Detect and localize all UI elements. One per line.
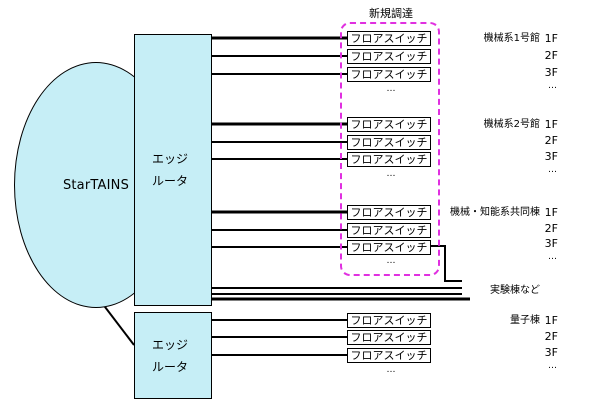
floor-switch-b1-f3: フロアスイッチ bbox=[347, 67, 431, 82]
floor-label-b3-f1: 1F bbox=[544, 206, 558, 219]
floor-label-b1-f2: 2F bbox=[544, 49, 558, 62]
floor-switch-b2-f2: フロアスイッチ bbox=[347, 135, 431, 150]
floor-label-b2-f3: 3F bbox=[544, 150, 558, 163]
switch-ellipsis-b2: … bbox=[386, 169, 396, 179]
edge-router-sub: エッジ ルータ bbox=[134, 312, 212, 399]
building-name-b4: 量子棟 bbox=[510, 315, 540, 326]
new-procurement-label: 新規調達 bbox=[369, 7, 413, 20]
floor-label-b4-f2: 2F bbox=[544, 330, 558, 343]
building-name-b1: 機械系1号館 bbox=[483, 33, 540, 44]
floor-switch-b2-f1: フロアスイッチ bbox=[347, 117, 431, 132]
switch-ellipsis-b4: … bbox=[386, 365, 396, 375]
floor-label-b2-f1: 1F bbox=[544, 118, 558, 131]
startains-label: StarTAINS bbox=[62, 177, 130, 193]
edge-router-sub-label: エッジ ルータ bbox=[152, 337, 189, 374]
building-name-b3: 機械・知能系共同棟 bbox=[450, 207, 540, 218]
floor-ellipsis-b1: … bbox=[548, 81, 557, 91]
floor-switch-b2-f3: フロアスイッチ bbox=[347, 152, 431, 167]
floor-label-b4-f3: 3F bbox=[544, 346, 558, 359]
other-buildings-label: 実験棟など bbox=[490, 285, 540, 296]
floor-label-b1-f3: 3F bbox=[544, 66, 558, 79]
edge-router-main-label: エッジ ルータ bbox=[152, 152, 189, 188]
floor-switch-b1-f1: フロアスイッチ bbox=[347, 31, 431, 46]
switch-ellipsis-b3: … bbox=[386, 256, 396, 266]
new-procurement-frame bbox=[340, 22, 440, 276]
edge-router-main: エッジ ルータ bbox=[134, 34, 212, 306]
floor-label-b3-f2: 2F bbox=[544, 222, 558, 235]
floor-switch-b4-f1: フロアスイッチ bbox=[347, 313, 431, 328]
floor-ellipsis-b3: … bbox=[548, 252, 557, 262]
floor-switch-b3-f1: フロアスイッチ bbox=[347, 205, 431, 220]
building-name-b2: 機械系2号館 bbox=[483, 119, 540, 130]
floor-label-b1-f1: 1F bbox=[544, 32, 558, 45]
floor-ellipsis-b2: … bbox=[548, 165, 557, 175]
floor-switch-b3-f2: フロアスイッチ bbox=[347, 223, 431, 238]
floor-label-b2-f2: 2F bbox=[544, 134, 558, 147]
floor-switch-b1-f2: フロアスイッチ bbox=[347, 49, 431, 64]
switch-ellipsis-b1: … bbox=[386, 84, 396, 94]
floor-switch-b4-f3: フロアスイッチ bbox=[347, 348, 431, 363]
floor-label-b3-f3: 3F bbox=[544, 237, 558, 250]
floor-ellipsis-b4: … bbox=[548, 361, 557, 371]
floor-label-b4-f1: 1F bbox=[544, 314, 558, 327]
floor-switch-b3-f3: フロアスイッチ bbox=[347, 240, 431, 255]
floor-switch-b4-f2: フロアスイッチ bbox=[347, 330, 431, 345]
